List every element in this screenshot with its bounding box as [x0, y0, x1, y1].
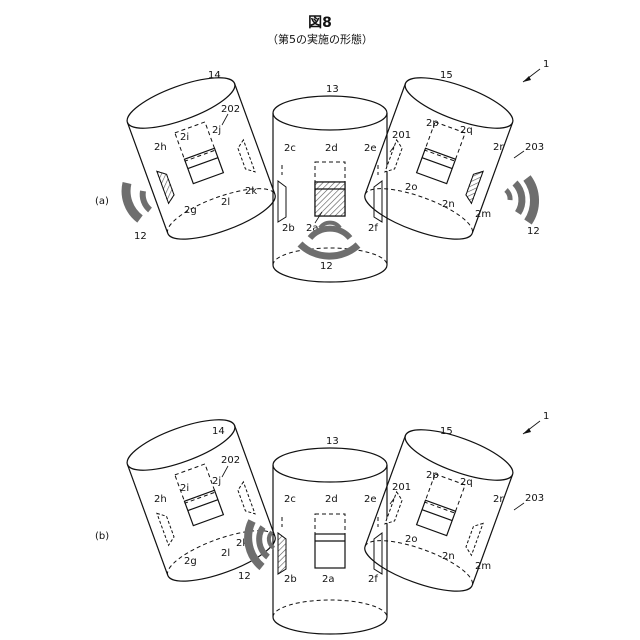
sensor-2d: 2d: [325, 143, 338, 154]
sensor-2h-b: 2h: [154, 494, 167, 505]
emitter-12-b: [248, 521, 274, 567]
sensor-2e-b: 2e: [364, 494, 377, 505]
sensor-2n: 2n: [442, 199, 455, 210]
sensor-2g: 2g: [184, 205, 197, 216]
panel-a-label: (a): [95, 196, 109, 207]
emitter-12-center-label: 12: [320, 261, 333, 272]
panel-a: (a) 1 14 202 2h 2i 2j 2g 2l 2k 13 201 2c…: [95, 59, 549, 282]
sensor-2c-b: 2c: [284, 494, 296, 505]
sensor-2o-b: 2o: [405, 534, 417, 545]
sensor-2j: 2j: [212, 125, 221, 136]
sensor-2q: 2q: [460, 125, 473, 136]
sensor-2f: 2f: [368, 223, 378, 234]
bin-14-label-b: 14: [212, 426, 225, 437]
sensor-2b: 2b: [282, 223, 295, 234]
sensor-2j-b: 2j: [212, 476, 221, 487]
emitter-12-left-label: 12: [134, 231, 147, 242]
sensor-2k: 2k: [245, 186, 257, 197]
sensor-2l-b: 2l: [221, 548, 230, 559]
sensor-2i-b: 2i: [180, 483, 189, 494]
group-201-label: 201: [392, 130, 411, 141]
panel-a-system-ref: 1: [543, 59, 549, 70]
sensor-2n-b: 2n: [442, 551, 455, 562]
group-201-label-b: 201: [392, 482, 411, 493]
bin-15-right-b: [359, 420, 518, 602]
emitter-12-right-label: 12: [527, 226, 540, 237]
sensor-2p-b: 2p: [426, 470, 439, 481]
sensor-2m-b: 2m: [475, 561, 491, 572]
sensor-2o: 2o: [405, 182, 417, 193]
sensor-2c: 2c: [284, 143, 296, 154]
bin-15-label: 15: [440, 70, 453, 81]
bin-15-label-b: 15: [440, 426, 453, 437]
bin-13-label: 13: [326, 84, 339, 95]
panel-b-system-ref: 1: [543, 411, 549, 422]
sensor-2f-b: 2f: [368, 574, 378, 585]
bin-14-left: [122, 68, 281, 250]
sensor-2l: 2l: [221, 197, 230, 208]
sensor-2d-b: 2d: [325, 494, 338, 505]
emitter-12-right: [506, 178, 535, 222]
sensor-2g-b: 2g: [184, 556, 197, 567]
sensor-2a-b: 2a: [322, 574, 335, 585]
sensor-2r: 2r: [493, 142, 504, 153]
group-202-label: 202: [221, 104, 240, 115]
group-203-label-b: 203: [525, 493, 544, 504]
emitter-12-left: [126, 183, 150, 219]
group-202-label-b: 202: [221, 455, 240, 466]
bin-15-right: [359, 68, 518, 250]
sensor-2q-b: 2q: [460, 477, 473, 488]
sensor-2m: 2m: [475, 209, 491, 220]
sensor-2r-b: 2r: [493, 494, 504, 505]
bin-13-center-b: [273, 448, 387, 634]
sensor-2p: 2p: [426, 118, 439, 129]
panel-b: (b) 1 14 202 2h 2i 2j 2g 2l 2k 13 201 2c…: [95, 410, 549, 634]
sensor-2e: 2e: [364, 143, 377, 154]
group-203-label: 203: [525, 142, 544, 153]
bin-13-label-b: 13: [326, 436, 339, 447]
sensor-2b-b: 2b: [284, 574, 297, 585]
panel-b-label: (b): [95, 531, 109, 542]
sensor-2h: 2h: [154, 142, 167, 153]
bin-14-label: 14: [208, 70, 221, 81]
sensor-2i: 2i: [180, 132, 189, 143]
emitter-12-b-label: 12: [238, 571, 251, 582]
